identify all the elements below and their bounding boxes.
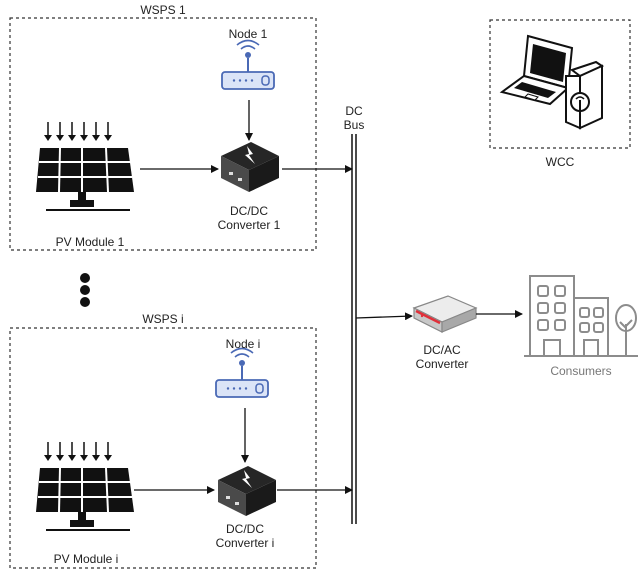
wsps-i-title: WSPS i [142,312,184,326]
node-1-label: Node 1 [228,27,268,41]
node-i-label: Node i [225,337,261,351]
wsps-1-title: WSPS 1 [140,3,186,17]
pv-module-i-label: PV Module i [53,552,119,566]
computer-icon [501,35,603,129]
dc-bus-label-line2: Bus [343,118,365,132]
wsps-i-boundary [9,327,317,569]
converter-i-label-line1: DC/DC [226,522,264,536]
bus-to-dcac-link [355,312,413,321]
wcc-boundary [489,19,631,149]
dcac-converter-icon [412,294,478,334]
dc-bus-label-line1: DC [345,104,363,118]
dc-bus [351,134,357,524]
consumers-icon [523,275,638,357]
converter-icon [221,142,279,192]
ellipsis-dots [80,273,90,307]
solar-panel-icon [35,441,135,531]
converter-i-label-line2: Converter i [215,536,275,550]
router-icon [215,347,269,398]
converter-1-label-line1: DC/DC [230,204,268,218]
dcac-label-line1: DC/AC [423,343,461,357]
pv-module-1-label: PV Module 1 [55,235,125,249]
dcac-label-line2: Converter [415,357,469,371]
wcc-label: WCC [545,155,575,169]
converter-1-label-line2: Converter 1 [217,218,281,232]
solar-panel-icon [35,121,135,211]
converter-icon [218,466,276,516]
consumers-label: Consumers [550,364,612,378]
wsps-1-boundary [9,17,317,251]
router-icon [221,39,275,90]
